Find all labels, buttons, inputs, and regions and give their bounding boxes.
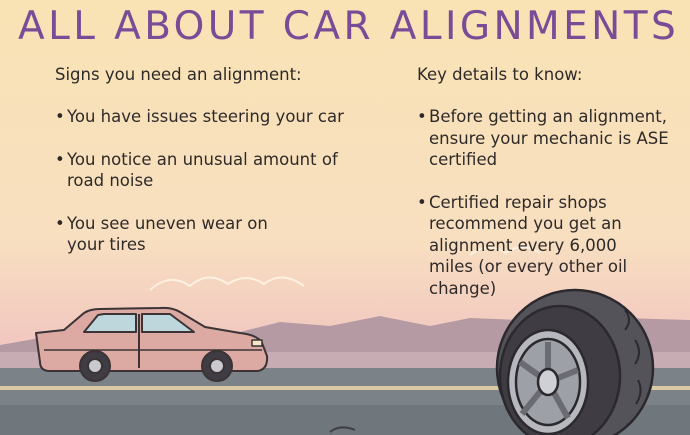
road-mark: [329, 426, 356, 433]
tire-illustration: [495, 288, 655, 435]
list-item: • You notice an unusual amount of road n…: [55, 149, 357, 192]
key-details-heading: Key details to know:: [417, 65, 583, 84]
list-item-text: Certified repair shops recommend you get…: [429, 192, 628, 298]
signs-heading: Signs you need an alignment:: [55, 65, 302, 84]
list-item: • You have issues steering your car: [55, 106, 400, 128]
signs-section: Signs you need an alignment: • You have …: [55, 64, 400, 277]
key-details-list: • Before getting an alignment, ensure yo…: [417, 106, 687, 299]
sedan-car-illustration: [35, 306, 269, 382]
list-item: • Certified repair shops recommend you g…: [417, 192, 654, 300]
bullet-icon: •: [55, 213, 65, 233]
list-item: • You see uneven wear on your tires: [55, 213, 272, 256]
bullet-icon: •: [417, 192, 427, 212]
clouds: [149, 246, 541, 291]
list-item: • Before getting an alignment, ensure yo…: [417, 106, 669, 171]
list-item-text: Before getting an alignment, ensure your…: [429, 107, 669, 169]
key-details-section: Key details to know: • Before getting an…: [417, 64, 687, 320]
bullet-icon: •: [55, 149, 65, 169]
list-item-text: You have issues steering your car: [67, 107, 344, 126]
bullet-icon: •: [417, 107, 427, 126]
bullet-icon: •: [55, 107, 65, 126]
road-line: [0, 386, 690, 390]
page-title: ALL ABOUT CAR ALIGNMENTS: [18, 4, 680, 49]
signs-list: • You have issues steering your car • Yo…: [55, 106, 400, 256]
list-item-text: You see uneven wear on your tires: [67, 213, 268, 255]
list-item-text: You notice an unusual amount of road noi…: [67, 149, 338, 191]
